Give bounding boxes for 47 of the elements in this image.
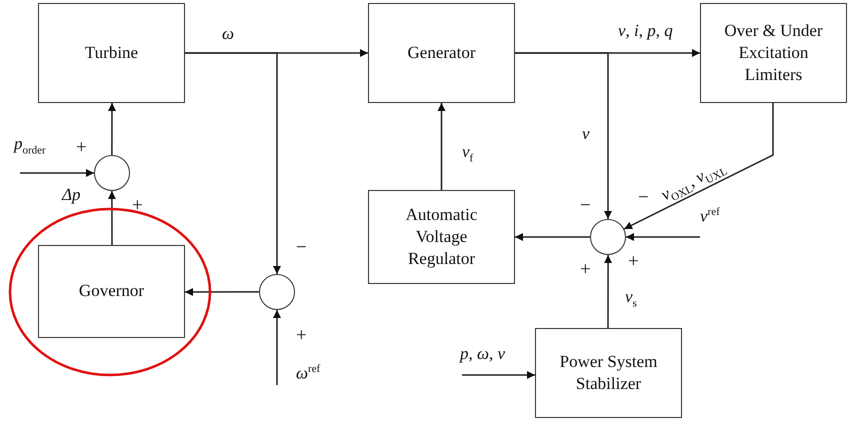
block-box	[368, 190, 515, 284]
summing-junction	[259, 274, 295, 310]
signal-label: p, ω, v	[460, 345, 506, 362]
arrow	[604, 255, 612, 328]
block-box	[700, 3, 847, 103]
block-label: Over & Under Excitation Limiters	[723, 20, 824, 86]
signal-label: v$_{OXL}$, v$_{UXL}$	[658, 164, 730, 206]
arrow	[515, 233, 590, 241]
signal-label: ω$^{ref}$	[296, 364, 320, 382]
arrow	[438, 103, 446, 190]
block-box	[38, 3, 185, 103]
block-box	[368, 3, 515, 103]
arrow	[108, 103, 116, 155]
sign-label: −	[638, 188, 649, 207]
block-label: Governor	[78, 280, 146, 302]
arrow	[624, 103, 774, 230]
block-label: Power System Stabilizer	[558, 350, 658, 395]
signal-label: ω	[222, 25, 234, 42]
arrow	[273, 310, 281, 385]
sign-label: +	[628, 252, 639, 271]
arrow	[185, 288, 259, 296]
sign-label: −	[580, 196, 591, 215]
block-label: Automatic Voltage Regulator	[404, 204, 478, 270]
arrow	[462, 371, 535, 379]
block-label: Generator	[406, 42, 476, 64]
sign-label: +	[76, 138, 87, 157]
sign-label: +	[296, 326, 307, 345]
signal-label: v$_{f}$	[462, 143, 474, 164]
signal-label: v	[582, 125, 590, 142]
arrow	[515, 52, 612, 219]
block-box	[535, 328, 682, 418]
sign-label: −	[296, 238, 307, 257]
arrow	[185, 52, 281, 274]
sign-label: +	[132, 196, 143, 215]
block-box	[38, 245, 185, 338]
arrow	[20, 169, 94, 177]
arrow	[108, 191, 116, 245]
signal-label: v$^{ref}$	[700, 207, 720, 225]
block-label: Turbine	[84, 42, 140, 64]
signal-label: p$_{order}$	[14, 135, 46, 156]
arrow	[626, 233, 700, 241]
signal-label: v$_{s}$	[625, 288, 637, 310]
summing-junction	[94, 155, 130, 191]
signal-label: Δp	[62, 186, 80, 203]
summing-junction	[590, 219, 626, 255]
sign-label: +	[580, 260, 591, 279]
signal-label: v, i, p, q	[618, 22, 673, 39]
